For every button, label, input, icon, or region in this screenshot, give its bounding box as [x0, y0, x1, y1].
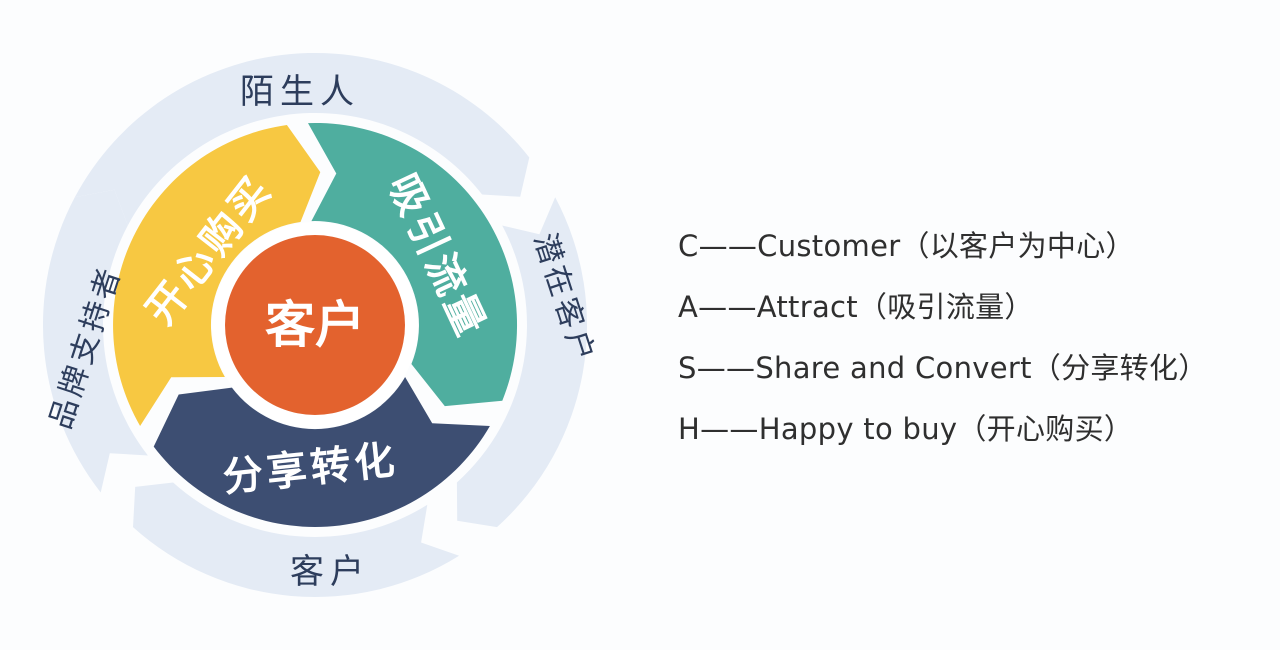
outer-ring-segment [74, 52, 530, 226]
legend-text: Attract（吸引流量） [756, 290, 1034, 324]
segment-share-arrow [153, 377, 490, 527]
legend-text: Customer（以客户为中心） [757, 229, 1135, 263]
legend-letter: H [678, 412, 701, 446]
outer-label-customer: 客户 [290, 552, 370, 592]
legend-letter: S [678, 351, 697, 385]
outer-label-stranger: 陌生人 [240, 72, 360, 112]
legend-item-happy: H——Happy to buy（开心购买） [678, 409, 1208, 470]
outer-ring-segment [133, 482, 460, 597]
center-circle [225, 235, 405, 415]
outer-ring-segment [42, 189, 148, 493]
legend-dash: —— [700, 412, 759, 446]
segment-attract-arrow [308, 122, 518, 407]
inner-ring [113, 122, 518, 527]
outer-ring [42, 52, 588, 597]
legend-item-customer: C——Customer（以客户为中心） [678, 226, 1208, 287]
center-label: 客户 [265, 296, 365, 354]
cash-cycle-diagram: 客户 开心购买 吸引流量 分享转化 陌生人 潜在客户 客户 品牌支持者 [42, 52, 602, 597]
outer-ring-segment [456, 197, 588, 528]
legend-text: Share and Convert（分享转化） [755, 351, 1208, 385]
legend-dash: —— [698, 290, 757, 324]
segment-happy-arrow [113, 125, 321, 426]
legend-text: Happy to buy（开心购买） [758, 412, 1134, 446]
legend: C——Customer（以客户为中心） A——Attract（吸引流量） S——… [678, 226, 1208, 470]
legend-item-attract: A——Attract（吸引流量） [678, 287, 1208, 348]
legend-dash: —— [698, 229, 758, 263]
legend-letter: C [678, 229, 699, 263]
legend-dash: —— [696, 351, 756, 385]
legend-item-share: S——Share and Convert（分享转化） [678, 348, 1208, 409]
legend-letter: A [678, 290, 699, 324]
